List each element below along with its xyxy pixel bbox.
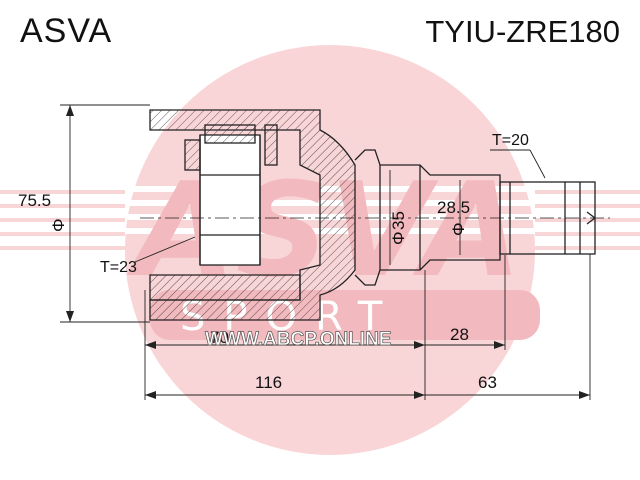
dim-length-63: 63 [478,373,497,392]
dim-outer-diameter: 75.5 [18,191,51,210]
dim-shaft-diameter: 28.5 [437,198,470,217]
outer-housing [149,109,356,321]
part-number-label: TYIU-ZRE180 [425,14,620,49]
brand-label: ASVA [20,12,113,50]
dim-length-28: 28 [450,325,469,344]
watermark-url: WWW.ABCP.ONLINE [205,329,391,350]
dim-neck-phi: Φ [389,231,408,245]
dim-shaft-phi: Φ [449,222,468,236]
dimension-arrows [66,105,590,399]
dim-spline-teeth-inner: T=23 [100,259,137,276]
dim-neck-diameter: 35 [389,211,408,230]
dim-outer-phi: Φ [49,218,68,232]
dim-spline-teeth-shaft: T=20 [492,132,529,149]
dimension-lines [60,104,591,400]
dim-length-70: 70 [210,328,229,347]
dim-length-116: 116 [255,373,282,392]
